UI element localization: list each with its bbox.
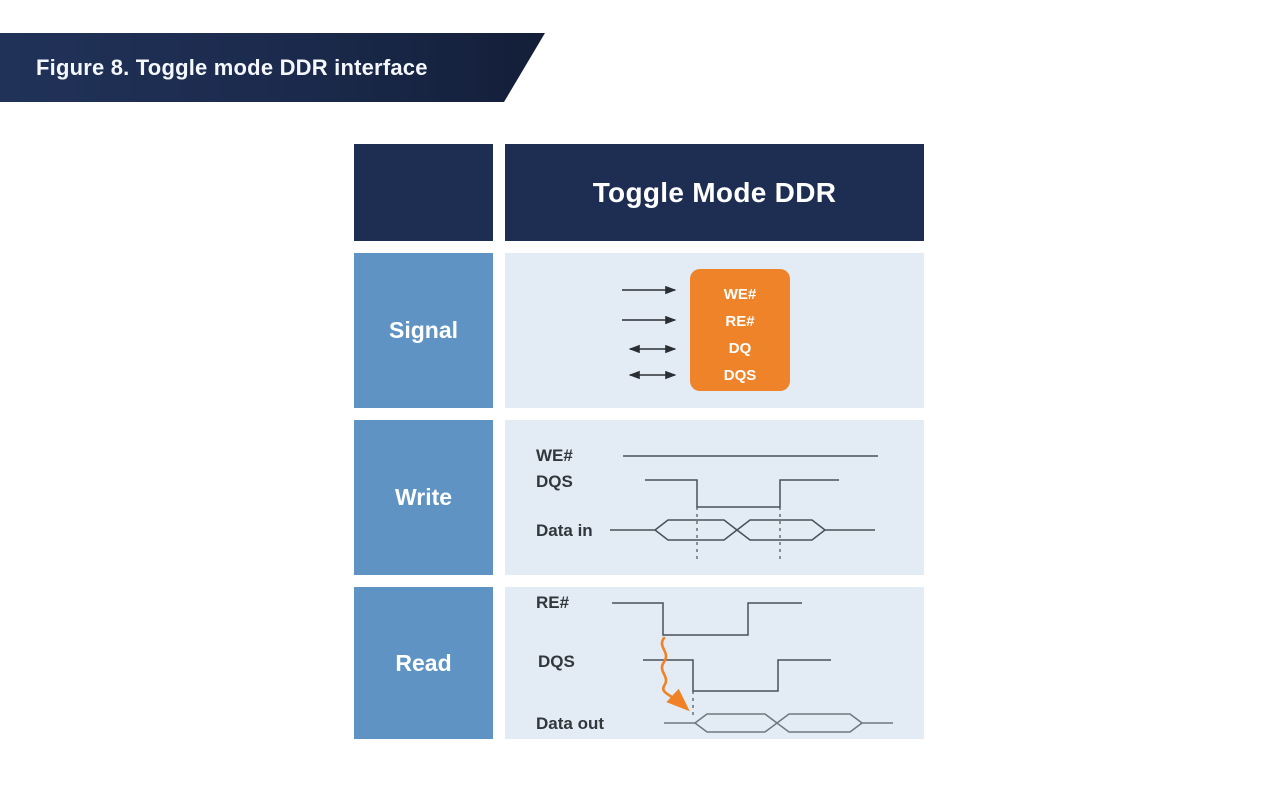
signal-diagram-cell: WE# RE# DQ DQS [505, 253, 924, 408]
signal-pin: WE# [723, 286, 757, 303]
table-title: Toggle Mode DDR [592, 176, 837, 208]
row-label-signal: Signal [354, 253, 493, 408]
row-label-read: Read [354, 587, 493, 739]
read-dqs-label: DQS [538, 652, 575, 671]
read-dqs-wave [643, 659, 831, 692]
read-timing-waveform: RE# DQS Data out [536, 593, 893, 733]
signal-pin: DQS [723, 367, 757, 384]
write-align-dashes [696, 507, 781, 561]
header-title-cell: Toggle Mode DDR [505, 144, 924, 241]
read-data-bus [664, 713, 893, 733]
read-re-label: RE# [536, 593, 570, 612]
write-row-label: Write [394, 484, 453, 510]
signal-pin-box: WE# RE# DQ DQS [690, 269, 790, 391]
read-re-wave [612, 602, 802, 636]
read-diagram-cell: RE# DQS Data out [505, 587, 924, 739]
figure-title: Figure 8. Toggle mode DDR interface [36, 54, 428, 80]
row-label-write: Write [354, 420, 493, 575]
header-empty-cell [354, 144, 493, 241]
bus-top-edge [694, 713, 863, 724]
read-row-label: Read [395, 649, 452, 676]
figure-title-banner: Figure 8. Toggle mode DDR interface [0, 33, 545, 102]
signal-arrows-diagram [622, 285, 677, 380]
bus-top-edge [654, 519, 826, 531]
write-data-label: Data in [536, 521, 593, 540]
bus-bottom-edge [694, 722, 863, 733]
write-dqs-label: DQS [536, 472, 573, 491]
toggle-mode-ddr-table: Toggle Mode DDR Signal WE# RE# [354, 144, 924, 739]
signal-row-label: Signal [388, 317, 458, 343]
bus-bottom-edge [654, 529, 826, 541]
read-data-label: Data out [536, 714, 604, 733]
write-diagram-cell: WE# DQS Data in [505, 420, 924, 575]
signal-arrow-group [622, 285, 677, 380]
write-data-bus [610, 519, 875, 541]
read-latency-arrow-icon [660, 636, 690, 712]
write-timing-waveform: WE# DQS Data in [536, 446, 878, 561]
signal-pin: RE# [725, 313, 755, 330]
signal-pin: DQ [728, 340, 752, 357]
write-we-label: WE# [536, 446, 573, 465]
write-dqs-wave [645, 479, 839, 508]
